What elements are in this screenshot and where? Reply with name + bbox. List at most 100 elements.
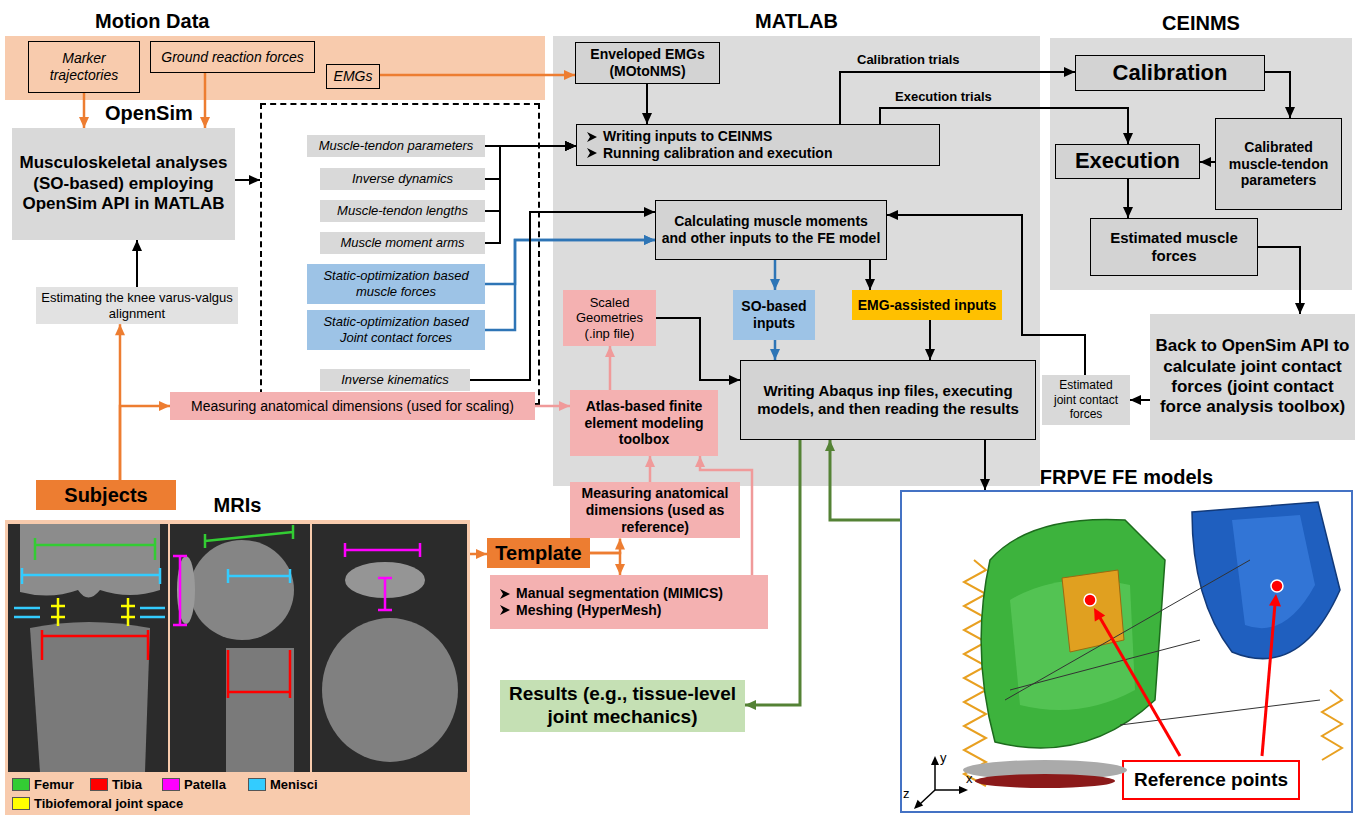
arrowhead (159, 401, 170, 411)
mri-image (312, 524, 467, 772)
callout-box: Reference points (1122, 760, 1300, 800)
edge-label: Calibration trials (855, 52, 962, 67)
node-text: Ground reaction forces (161, 49, 303, 66)
output-group: Muscle-tendon parametersInverse dynamics… (260, 103, 540, 405)
node-text: Running calibration and execution (603, 145, 832, 162)
node-text: Meshing (HyperMesh) (516, 602, 661, 619)
dimension-line (378, 578, 392, 610)
node-text: Inverse kinematics (341, 372, 449, 388)
software-box: OpenSimMusculoskeletal analyses (SO-base… (12, 128, 235, 240)
arrowhead (115, 324, 125, 335)
dimension-line (205, 525, 293, 548)
legend-text: Patella (184, 777, 226, 792)
process-box: Writing inputs to CEINMSRunning calibrat… (576, 124, 940, 166)
bone-shape (322, 618, 458, 762)
legend-text: Tibia (112, 777, 142, 792)
dimension-line (22, 568, 160, 584)
data-panel: Motion DataMarker trajectoriesGround rea… (5, 36, 545, 100)
panel-title: Motion Data (95, 9, 209, 33)
dimension-line (228, 650, 290, 698)
process-box: Estimating the knee varus-valgus alignme… (36, 287, 238, 324)
output-item: Muscle-tendon lengths (320, 200, 485, 222)
node-text: Calibration (1113, 60, 1228, 86)
panel-title: OpenSim (105, 101, 193, 125)
bullet-shape (500, 605, 510, 615)
node-text: Estimated joint contact forces (1047, 378, 1125, 421)
process-box: Calculating muscle moments and other inp… (655, 200, 887, 260)
node-text: Inverse dynamics (352, 171, 453, 187)
mri-image (8, 524, 168, 772)
source-box: Template (487, 538, 590, 568)
dimension-line (173, 556, 187, 625)
bullet-arrow (500, 589, 510, 599)
leader-arrowhead (1269, 594, 1281, 607)
connector (1130, 395, 1150, 405)
connector (590, 538, 625, 553)
legend-swatch (248, 778, 266, 791)
dimension-lines (14, 525, 420, 698)
arrowhead (200, 117, 210, 128)
node-text: Reference points (1134, 769, 1288, 792)
dimension-line (51, 598, 135, 626)
femur-cartilage (981, 520, 1165, 749)
node-text: Estimating the knee varus-valgus alignme… (41, 290, 233, 321)
bone-shape (30, 622, 150, 772)
node-text: Manual segmentation (MIMICS) (516, 585, 723, 602)
bullet-shape (587, 148, 597, 158)
connector (590, 553, 625, 575)
output-item: Inverse kinematics (320, 369, 470, 391)
edge-label: Execution trials (893, 89, 994, 104)
input-box: EMGs (326, 64, 380, 89)
axis-line (935, 789, 960, 791)
node-text: Measuring anatomical dimensions (used fo… (191, 398, 514, 415)
input-box: Marker trajectories (28, 41, 140, 93)
node-text: Subjects (64, 483, 147, 507)
connector-line (380, 74, 575, 77)
node-text: Measuring anatomical dimensions (used as… (575, 485, 735, 535)
output-item: Static-optimization based Joint contact … (307, 310, 485, 350)
node-text: Writing inputs to CEINMS (603, 128, 772, 145)
node-text: Calibrated muscle-tendon parameters (1221, 139, 1336, 189)
cruciate-ligament (1062, 570, 1124, 652)
node-text: Calculating muscle moments and other inp… (661, 213, 881, 247)
bullet-shape (587, 132, 597, 142)
axis-label: x (966, 771, 973, 786)
dimension-line (35, 538, 155, 560)
node-text: Enveloped EMGs (MOtoNMS) (581, 46, 714, 80)
arrowhead (79, 117, 89, 128)
node-text: Static-optimization based Joint contact … (312, 314, 480, 345)
legend-text: Menisci (270, 777, 318, 792)
legend-item: Menisci (248, 777, 318, 792)
legend-swatch (12, 778, 30, 791)
node-text: Muscle-tendon lengths (337, 203, 468, 219)
node-text: Writing Abaqus inp files, executing mode… (746, 382, 1030, 418)
process-box: Calibration (1075, 55, 1265, 91)
arrowhead (132, 240, 142, 251)
input-box: EMG-assisted inputs (852, 290, 1002, 320)
bullet-item: Meshing (HyperMesh) (500, 602, 661, 619)
leader-arrowhead (1094, 608, 1105, 621)
arrowhead (1130, 395, 1141, 405)
menisci (975, 774, 1115, 788)
connector (120, 401, 170, 480)
data-box: Estimated muscle forces (1090, 218, 1258, 276)
legend-item: Femur (12, 777, 74, 792)
process-box: Measuring anatomical dimensions (used as… (570, 482, 740, 538)
dimension-line (42, 630, 148, 660)
node-text: EMGs (334, 68, 373, 85)
bullet-arrow (500, 605, 510, 615)
node-text: Muscle-tendon parameters (319, 138, 474, 154)
process-box: Writing Abaqus inp files, executing mode… (740, 360, 1036, 440)
node-text: Template (495, 541, 581, 565)
process-box: Back to OpenSim API to calculate joint c… (1150, 314, 1355, 440)
node-text: Atlas-based finite element modeling tool… (575, 398, 713, 448)
legend-swatch (12, 797, 30, 810)
node-text: Scaled Geometries (.inp file) (568, 295, 651, 342)
process-box: Execution (1055, 144, 1200, 179)
toolbox-box: Atlas-based finite element modeling tool… (570, 390, 718, 456)
reference-point (1271, 580, 1283, 592)
node-text: Musculoskeletal analyses (SO-based) empl… (17, 153, 230, 214)
legend-text: Femur (34, 777, 74, 792)
dimension-line (345, 543, 420, 557)
process-box: Measuring anatomical dimensions (used fo… (170, 392, 535, 420)
